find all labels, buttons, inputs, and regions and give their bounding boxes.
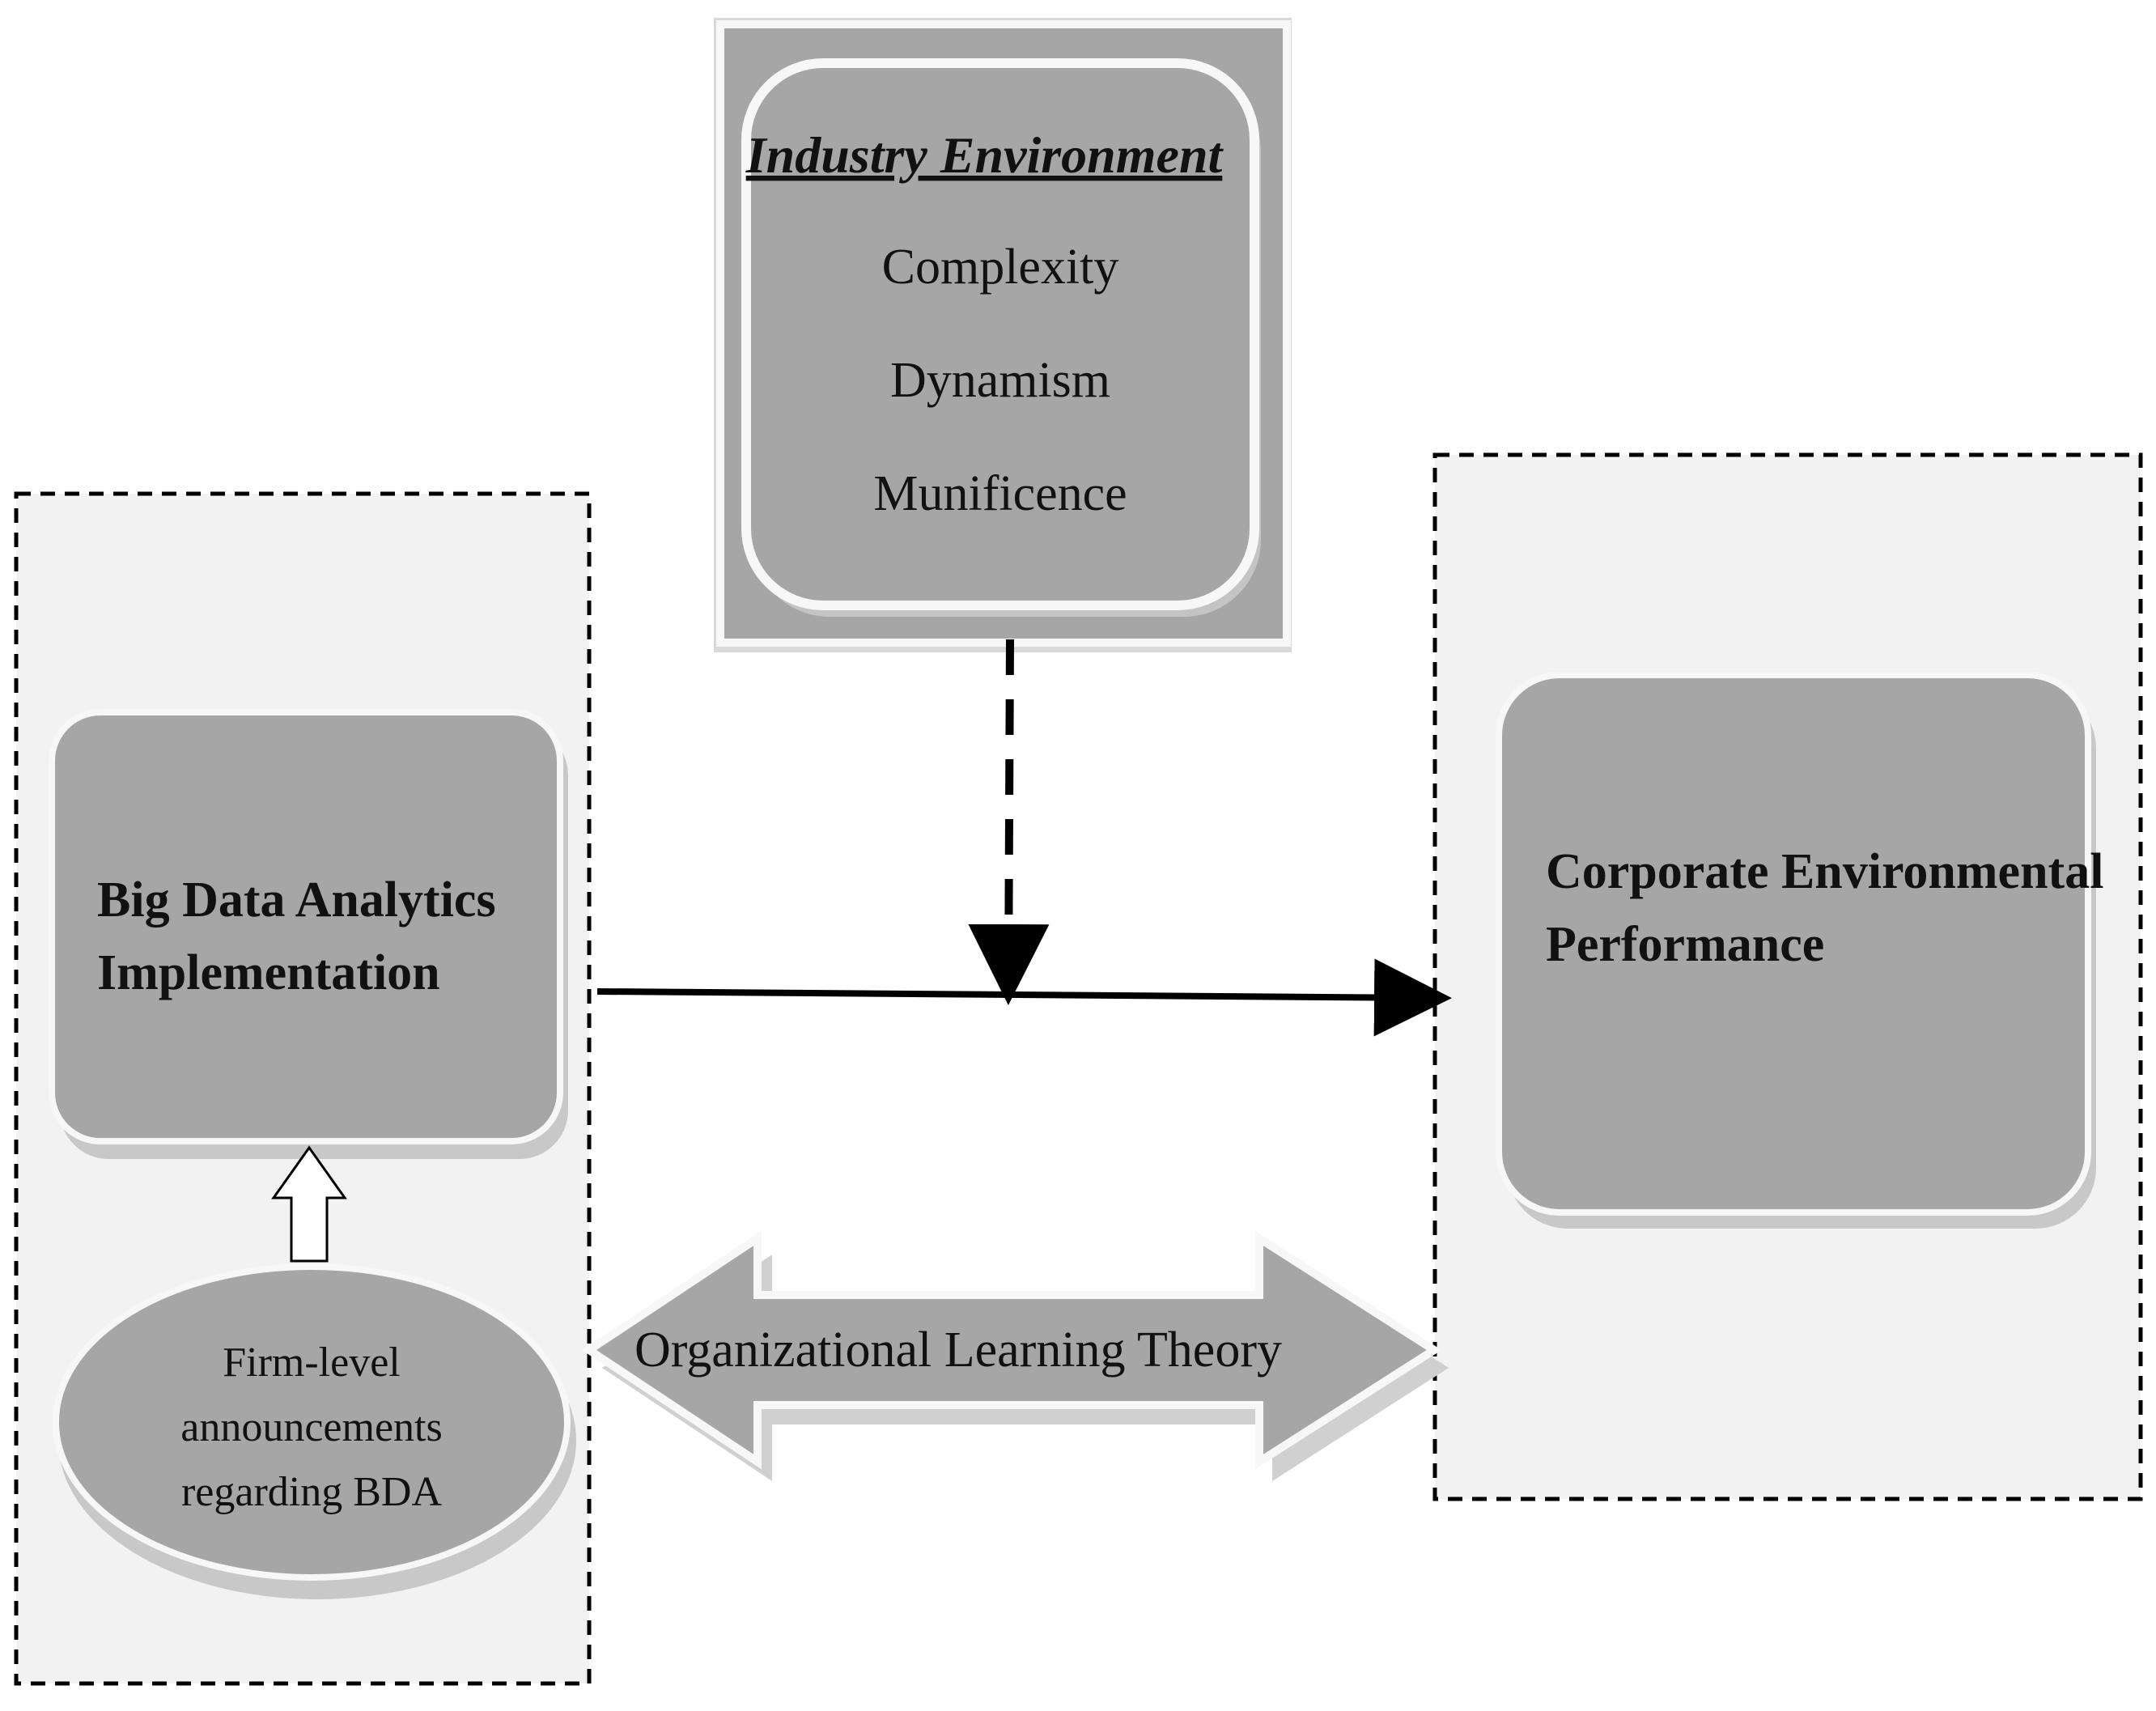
- firm-announcements-line2: announcements: [180, 1404, 442, 1450]
- theory-double-arrow: Organizational Learning Theory: [581, 1230, 1449, 1481]
- firm-announcements-ellipse: Firm-level announcements regarding BDA: [53, 1263, 576, 1599]
- corporate-performance-box: Corporate Environmental Performance: [1496, 672, 2103, 1229]
- bda-implementation-line2: Implementation: [97, 945, 440, 1000]
- hollow-up-arrow: [271, 1145, 347, 1263]
- industry-environment-title: Industry Environment: [745, 126, 1224, 184]
- corporate-performance-line2: Performance: [1546, 917, 1824, 972]
- moderation-dashed-arrow: [968, 639, 1050, 1005]
- bda-implementation-line1: Big Data Analytics: [97, 872, 496, 928]
- industry-item-munificence: Munificence: [873, 466, 1127, 521]
- theory-label: Organizational Learning Theory: [634, 1323, 1282, 1378]
- industry-environment-box: Industry Environment Complexity Dynamism…: [714, 18, 1292, 652]
- main-relationship-arrow: [596, 958, 1452, 1037]
- firm-announcements-line1: Firm-level: [223, 1340, 401, 1386]
- industry-item-complexity: Complexity: [882, 240, 1119, 295]
- corporate-performance-line1: Corporate Environmental: [1546, 844, 2103, 899]
- firm-announcements-line3: regarding BDA: [181, 1469, 442, 1515]
- bda-implementation-box: Big Data Analytics Implementation: [49, 709, 568, 1159]
- industry-item-dynamism: Dynamism: [890, 353, 1110, 408]
